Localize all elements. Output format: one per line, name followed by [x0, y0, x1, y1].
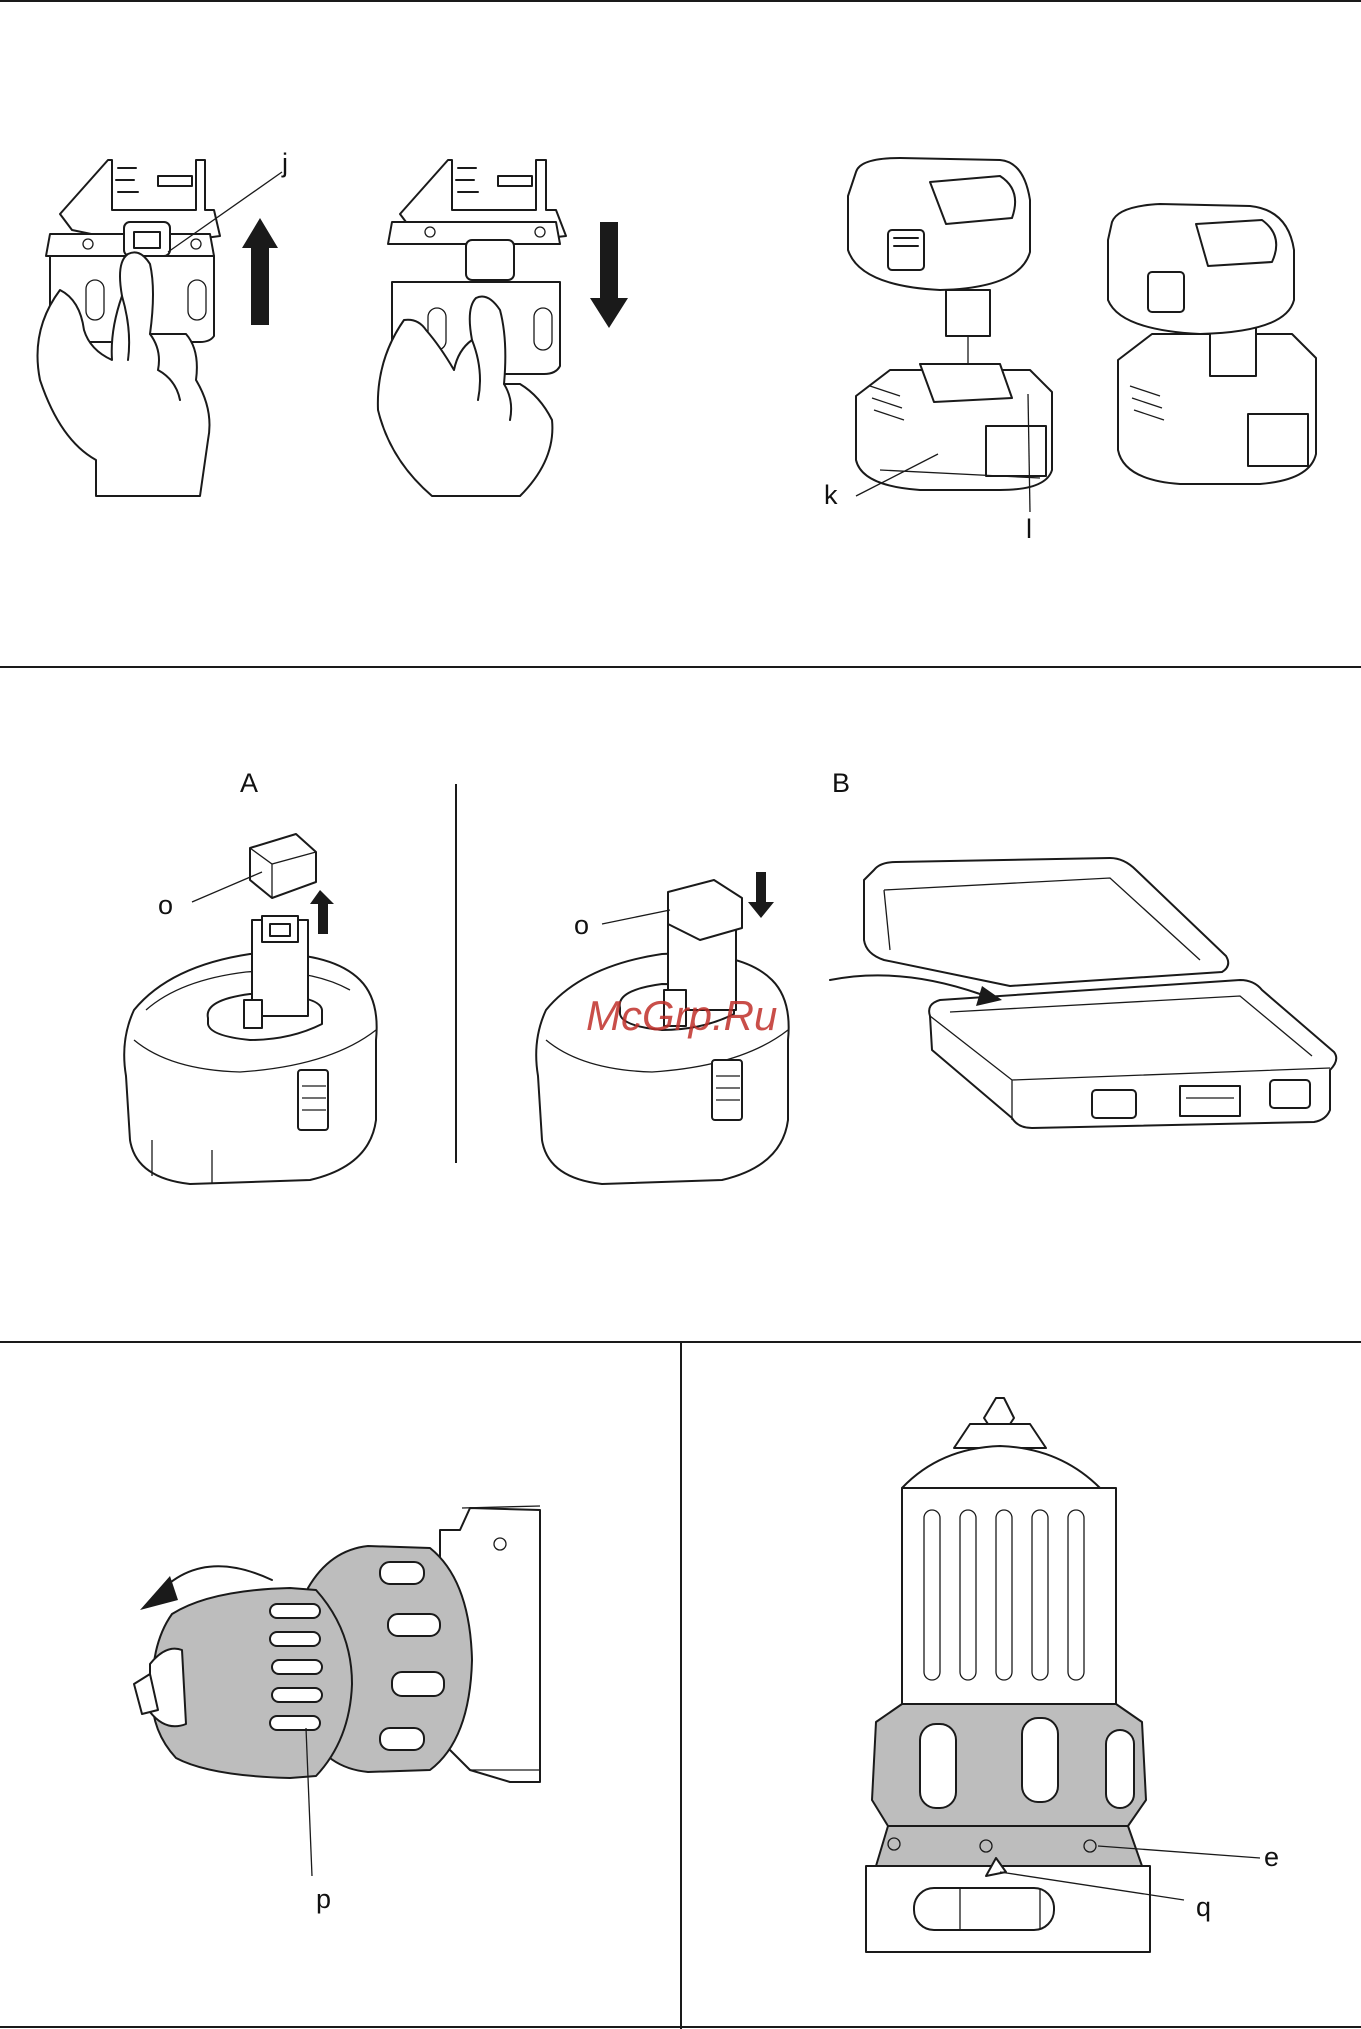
label-q: q: [1196, 1892, 1211, 1922]
label-e: e: [1264, 1842, 1279, 1872]
label-panel-b: B: [832, 768, 850, 798]
arrow-down-small-icon: [748, 872, 774, 918]
label-panel-a: A: [240, 768, 258, 798]
arrow-up-icon: [242, 218, 278, 325]
fig-chuck-rotate: p: [134, 1506, 540, 1914]
arrow-down-icon: [590, 222, 628, 328]
fig-b-cap-storage: B o McGrp.Ru: [536, 768, 1336, 1184]
label-j: j: [281, 148, 288, 178]
fig-charger: k l: [824, 158, 1316, 544]
fig-battery-insert: [378, 160, 628, 496]
fig-a-cap-removal: A o: [124, 768, 376, 1184]
label-o-left: o: [158, 890, 173, 920]
label-p: p: [316, 1884, 331, 1914]
label-k: k: [824, 480, 838, 510]
fig-battery-release: j: [38, 148, 289, 496]
watermark: McGrp.Ru: [586, 992, 777, 1039]
arrow-up-small-icon: [310, 890, 334, 934]
label-l: l: [1026, 514, 1032, 544]
fig-collar-setting: e q: [866, 1398, 1279, 1952]
label-o-right: o: [574, 910, 589, 940]
